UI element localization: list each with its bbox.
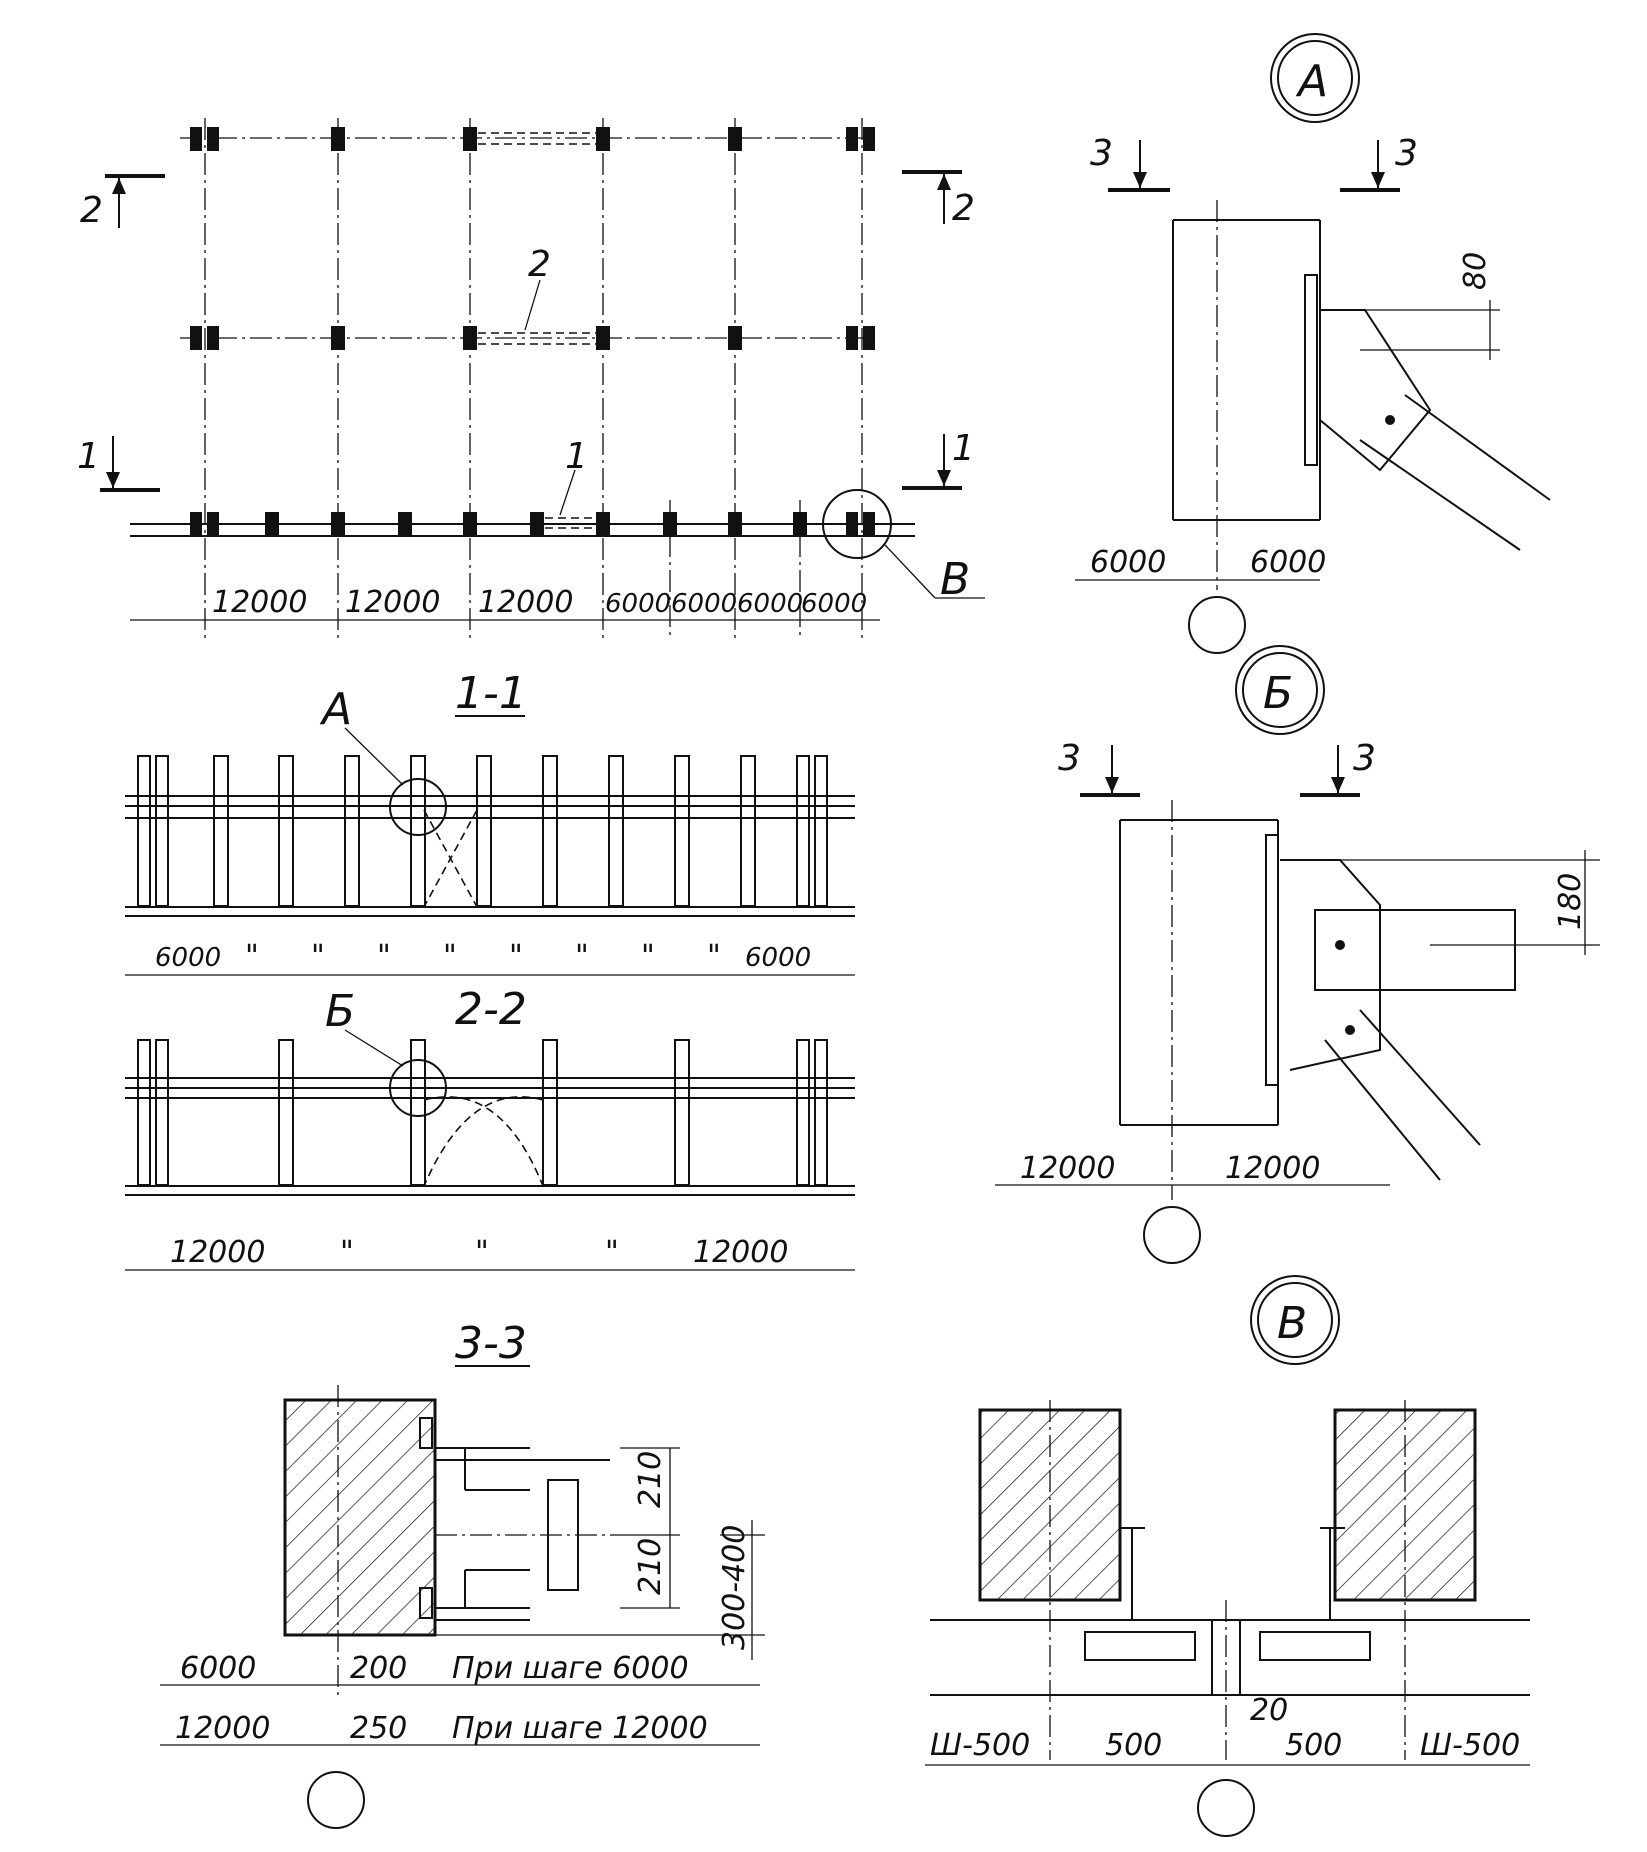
svg-text:12000: 12000 <box>212 585 307 620</box>
section-2-2-columns <box>137 1039 828 1186</box>
section-mark-1-left: 1 <box>77 436 160 492</box>
svg-text:20: 20 <box>1250 1693 1288 1728</box>
svg-text:1: 1 <box>77 436 100 477</box>
svg-text:Ш-500: Ш-500 <box>1420 1728 1520 1763</box>
detail-v-callout <box>822 489 892 559</box>
svg-text:": " <box>509 939 523 974</box>
svg-text:2: 2 <box>952 188 975 229</box>
svg-text:6000: 6000 <box>1250 545 1326 580</box>
svg-text:12000: 12000 <box>1225 1151 1320 1186</box>
svg-text:": " <box>340 1235 354 1270</box>
svg-text:А: А <box>1295 56 1328 107</box>
plan-columns <box>190 127 875 536</box>
svg-text:210: 210 <box>633 1538 668 1595</box>
svg-text:3: 3 <box>1090 133 1113 174</box>
svg-text:А: А <box>319 684 352 735</box>
section-mark-2-right: 2 <box>902 170 975 229</box>
svg-text:500: 500 <box>1285 1728 1342 1763</box>
svg-text:6000: 6000 <box>671 589 737 619</box>
svg-text:12000: 12000 <box>170 1235 265 1270</box>
svg-text:1: 1 <box>952 428 975 469</box>
svg-text:3: 3 <box>1058 738 1081 779</box>
svg-text:": " <box>641 939 655 974</box>
section-3-3: 3-3 210 210 300-400 6000 200 При шаге 60… <box>160 1318 765 1829</box>
svg-text:": " <box>377 939 391 974</box>
svg-text:200: 200 <box>350 1651 407 1686</box>
svg-text:Б: Б <box>325 986 355 1037</box>
svg-text:12000: 12000 <box>175 1711 270 1746</box>
detail-v: В Ш-500 500 500 Ш-500 20 <box>925 1275 1530 1837</box>
svg-text:180: 180 <box>1553 873 1588 930</box>
svg-text:6000: 6000 <box>155 943 221 973</box>
svg-text:": " <box>605 1235 619 1270</box>
svg-text:При шаге 6000: При шаге 6000 <box>452 1651 689 1686</box>
svg-text:12000: 12000 <box>345 585 440 620</box>
svg-text:300-400: 300-400 <box>717 1525 752 1650</box>
svg-text:6000: 6000 <box>737 589 803 619</box>
section-2-2-title: 2-2 <box>455 984 527 1035</box>
svg-text:6000: 6000 <box>745 943 811 973</box>
svg-text:210: 210 <box>633 1451 668 1508</box>
svg-text:": " <box>707 939 721 974</box>
detail-b: Б 3 3 180 12000 12000 <box>995 645 1600 1264</box>
svg-text:": " <box>311 939 325 974</box>
section-3-3-title: 3-3 <box>455 1318 527 1369</box>
section-mark-1-right: 1 <box>902 428 975 490</box>
svg-text:6000: 6000 <box>1090 545 1166 580</box>
svg-text:500: 500 <box>1105 1728 1162 1763</box>
svg-text:6000: 6000 <box>605 589 671 619</box>
section-1-1-title: 1-1 <box>455 668 527 719</box>
svg-text:": " <box>443 939 457 974</box>
svg-text:Б: Б <box>1263 668 1293 719</box>
section-2-2: 2-2 Б 12000 " " " 12000 <box>125 984 855 1271</box>
svg-text:": " <box>575 939 589 974</box>
svg-text:6000: 6000 <box>801 589 867 619</box>
svg-text:2: 2 <box>80 190 103 231</box>
plan-bracing <box>478 132 596 529</box>
plan-dimensions: 12000 12000 12000 6000 6000 6000 6000 <box>130 585 880 621</box>
svg-text:": " <box>245 939 259 974</box>
plan-item-1: 1 <box>565 436 588 477</box>
svg-text:80: 80 <box>1458 252 1493 290</box>
svg-text:250: 250 <box>350 1711 407 1746</box>
svg-text:В: В <box>1277 1298 1307 1349</box>
svg-text:12000: 12000 <box>478 585 573 620</box>
section-1-1: 1-1 А 6000 " " " " " " <box>125 668 855 976</box>
plan-item-2: 2 <box>528 244 551 285</box>
plan-view: 2 2 1 1 2 1 В <box>77 118 985 638</box>
svg-text:6000: 6000 <box>180 1651 256 1686</box>
detail-a: А 3 3 80 6000 6000 <box>1075 33 1551 654</box>
section-1-1-columns <box>137 755 828 907</box>
svg-text:": " <box>475 1235 489 1270</box>
svg-text:В: В <box>940 554 970 605</box>
svg-text:12000: 12000 <box>693 1235 788 1270</box>
svg-text:Ш-500: Ш-500 <box>930 1728 1030 1763</box>
svg-text:12000: 12000 <box>1020 1151 1115 1186</box>
svg-text:При шаге 12000: При шаге 12000 <box>452 1711 708 1746</box>
plan-grid-axes <box>204 118 863 638</box>
section-mark-2-left: 2 <box>80 174 165 231</box>
svg-text:3: 3 <box>1395 133 1418 174</box>
svg-text:3: 3 <box>1353 738 1376 779</box>
